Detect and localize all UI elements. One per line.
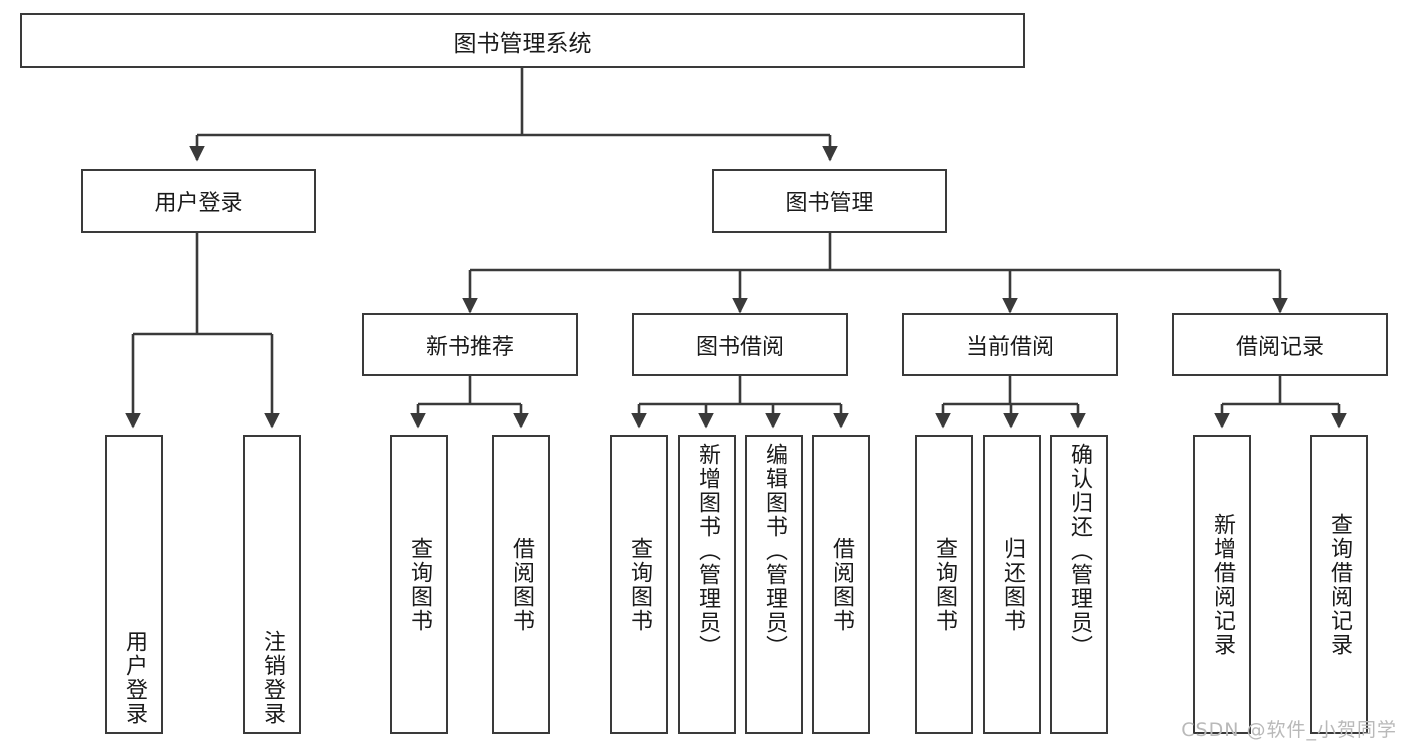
- node-label: 查询图书: [932, 536, 957, 633]
- node-user-login[interactable]: 用户登录: [81, 169, 316, 233]
- node-label: 图书借阅: [695, 334, 784, 360]
- node-label: 借阅记录: [1235, 334, 1324, 360]
- node-label: 借阅图书: [829, 536, 854, 633]
- node-book-management[interactable]: 图书管理: [712, 169, 947, 233]
- node-label: 新书推荐: [425, 334, 514, 360]
- node-root-book-management-system[interactable]: 图书管理系统: [20, 13, 1025, 68]
- leaf-query-book-recommend[interactable]: 查询图书: [390, 435, 448, 734]
- leaf-query-book-current[interactable]: 查询图书: [915, 435, 973, 734]
- leaf-return-book[interactable]: 归还图书: [983, 435, 1041, 734]
- node-label: 新增图书（管理员）: [695, 443, 720, 659]
- node-label: 编辑图书（管理员）: [762, 443, 787, 659]
- leaf-borrow-book-borrow[interactable]: 借阅图书: [812, 435, 870, 734]
- node-label: 借阅图书: [509, 536, 534, 633]
- leaf-query-book-borrow[interactable]: 查询图书: [610, 435, 668, 734]
- leaf-edit-book-admin[interactable]: 编辑图书（管理员）: [745, 435, 803, 734]
- leaf-query-borrow-record[interactable]: 查询借阅记录: [1310, 435, 1368, 734]
- node-label: 查询图书: [627, 536, 652, 633]
- node-new-book-recommend[interactable]: 新书推荐: [362, 313, 578, 376]
- leaf-user-login[interactable]: 用户登录: [105, 435, 163, 734]
- node-label: 确认归还（管理员）: [1067, 443, 1092, 659]
- node-label: 图书管理: [785, 191, 874, 216]
- node-label: 注销登录: [260, 630, 285, 726]
- leaf-add-borrow-record[interactable]: 新增借阅记录: [1193, 435, 1251, 734]
- node-label: 用户登录: [154, 191, 243, 216]
- node-label: 查询图书: [407, 536, 432, 633]
- node-label: 归还图书: [1000, 536, 1025, 633]
- node-label: 查询借阅记录: [1327, 512, 1352, 657]
- node-label: 图书管理系统: [453, 30, 592, 57]
- node-label: 新增借阅记录: [1210, 512, 1235, 657]
- leaf-borrow-book-recommend[interactable]: 借阅图书: [492, 435, 550, 734]
- watermark-text: CSDN @软件_小贺同学: [1181, 719, 1397, 741]
- leaf-confirm-return-admin[interactable]: 确认归还（管理员）: [1050, 435, 1108, 734]
- node-book-borrow[interactable]: 图书借阅: [632, 313, 848, 376]
- node-borrow-record[interactable]: 借阅记录: [1172, 313, 1388, 376]
- leaf-add-book-admin[interactable]: 新增图书（管理员）: [678, 435, 736, 734]
- node-label: 用户登录: [122, 630, 147, 726]
- node-label: 当前借阅: [965, 334, 1054, 360]
- node-current-borrow[interactable]: 当前借阅: [902, 313, 1118, 376]
- leaf-user-logout[interactable]: 注销登录: [243, 435, 301, 734]
